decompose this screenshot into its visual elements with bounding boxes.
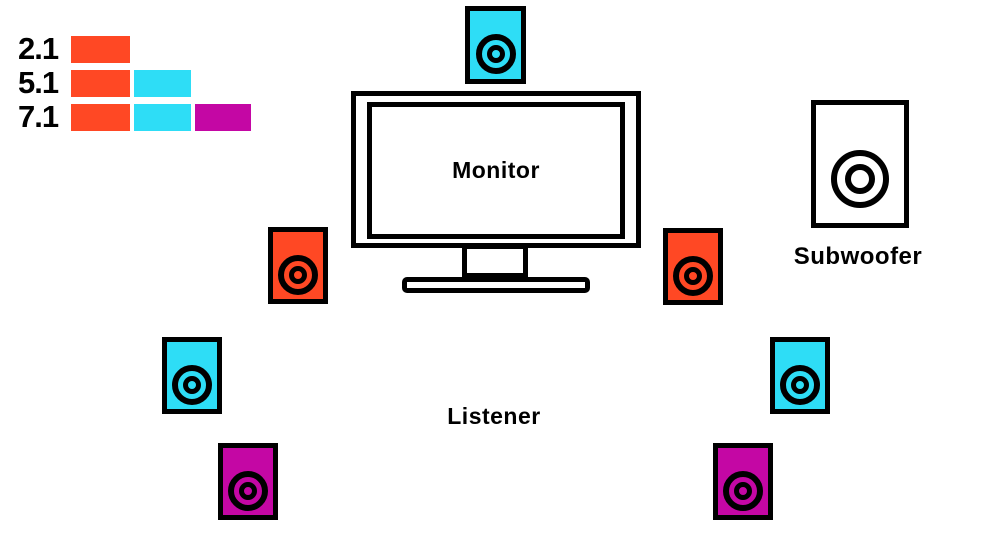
speaker-center (465, 6, 526, 84)
speaker-side-left (162, 337, 222, 414)
legend-swatch-surround (134, 104, 191, 131)
legend-label-5-1: 5.1 (18, 65, 59, 100)
speaker-driver-icon (172, 365, 212, 405)
speaker-driver-icon (780, 365, 820, 405)
speaker-driver-dot-icon (289, 266, 307, 284)
speaker-driver-icon (723, 471, 763, 511)
legend-row-2-1: 2.1 (18, 31, 258, 66)
legend: 2.1 5.1 7.1 (18, 31, 258, 134)
legend-swatch-front (71, 104, 130, 131)
legend-swatch-rear (195, 104, 251, 131)
monitor-screen: Monitor (367, 102, 625, 239)
legend-swatch-front (71, 70, 130, 97)
monitor-label: Monitor (452, 157, 540, 183)
speaker-driver-dot-icon (684, 267, 702, 285)
speaker-driver-dot-icon (486, 45, 505, 63)
speaker-driver-dot-icon (734, 482, 752, 500)
speaker-driver-icon (475, 34, 516, 74)
legend-swatch-front (71, 36, 130, 63)
monitor: Monitor (351, 91, 641, 248)
listener-label: Listener (447, 403, 541, 429)
speaker-side-right (770, 337, 830, 414)
speaker-driver-icon (228, 471, 268, 511)
speaker-front-left (268, 227, 328, 304)
subwoofer-driver-icon (831, 150, 889, 208)
subwoofer (811, 100, 909, 228)
legend-row-7-1: 7.1 (18, 99, 258, 134)
monitor-stand-neck (462, 244, 528, 278)
speaker-driver-icon (278, 255, 318, 295)
legend-row-5-1: 5.1 (18, 65, 258, 100)
speaker-driver-dot-icon (239, 482, 257, 500)
legend-label-2-1: 2.1 (18, 31, 59, 66)
speaker-driver-dot-icon (183, 376, 201, 394)
speaker-driver-icon (673, 256, 713, 296)
subwoofer-label: Subwoofer (793, 243, 923, 270)
legend-swatch-surround (134, 70, 191, 97)
legend-label-7-1: 7.1 (18, 99, 59, 134)
speaker-front-right (663, 228, 723, 305)
speaker-rear-left (218, 443, 278, 520)
monitor-stand-base (402, 277, 590, 293)
subwoofer-driver-dot-icon (845, 164, 875, 194)
speaker-driver-dot-icon (791, 376, 809, 394)
speaker-rear-right (713, 443, 773, 520)
